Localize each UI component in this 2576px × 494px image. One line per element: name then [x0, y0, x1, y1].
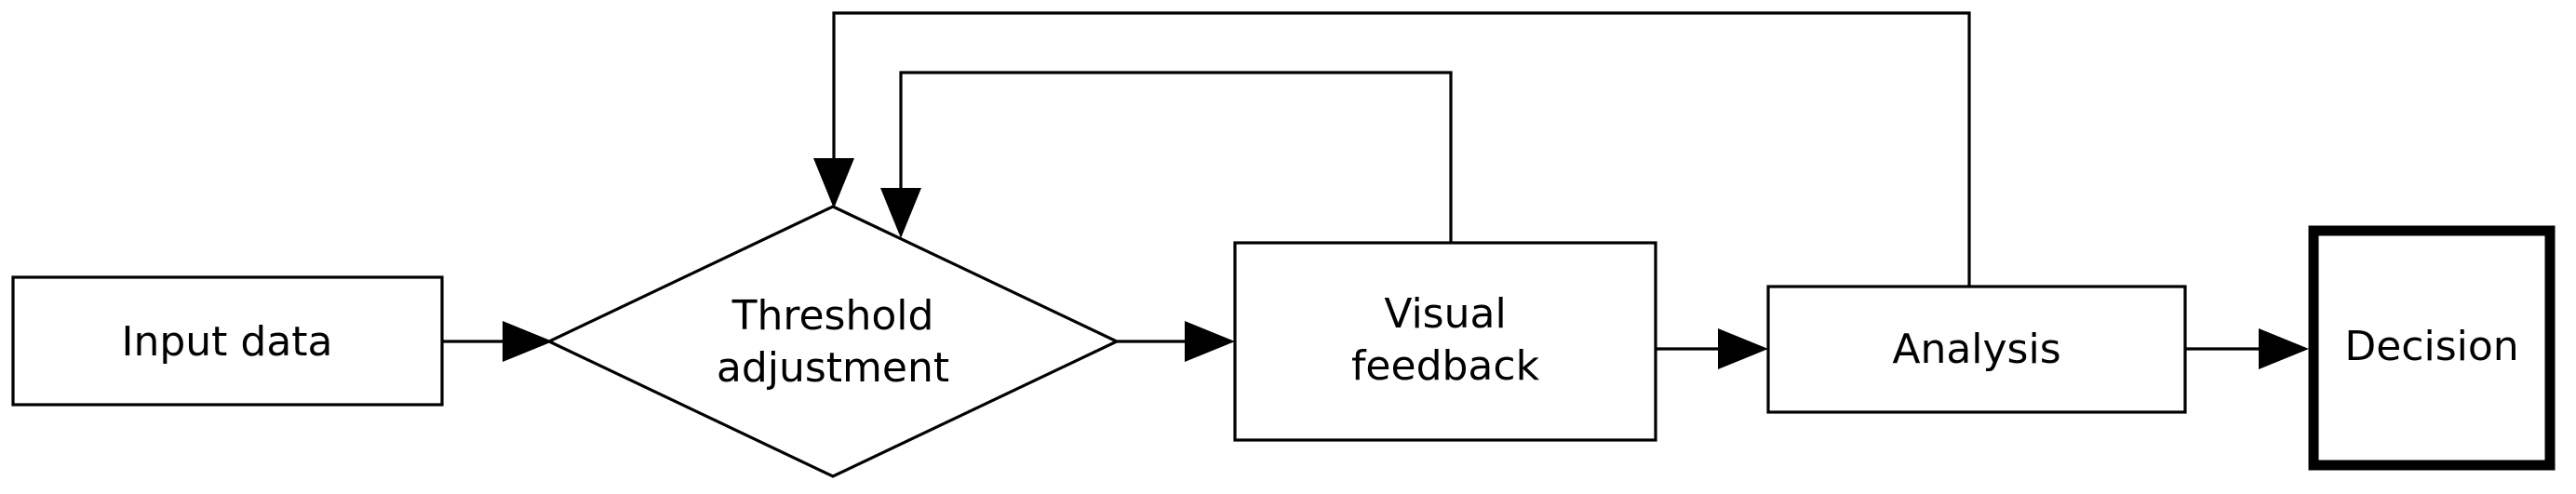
decision-label: Decision: [2344, 323, 2518, 370]
visual-feedback-label-line2: feedback: [1351, 342, 1540, 390]
visual-feedback-loop-line: [899, 71, 1453, 245]
analysis-to-decision-arrowhead: [2259, 328, 2309, 369]
input-data-label: Input data: [121, 318, 332, 366]
edge-threshold-to-visual: [1117, 321, 1235, 362]
node-analysis[interactable]: Analysis: [1766, 285, 2187, 414]
node-threshold-adjustment[interactable]: Threshold adjustment: [545, 205, 1120, 478]
visual-feedback-box[interactable]: [1233, 241, 1657, 442]
threshold-to-visual-arrowhead: [1185, 321, 1235, 362]
analysis-label: Analysis: [1892, 326, 2060, 373]
threshold-adjustment-diamond[interactable]: [545, 205, 1120, 478]
visual-feedback-loop-arrowhead: [880, 188, 921, 238]
edge-analysis-to-decision: [2185, 328, 2309, 369]
visual-to-analysis-arrowhead: [1718, 328, 1768, 369]
threshold-adjustment-label-line1: Threshold: [731, 292, 934, 340]
edge-visual-feedback-loop: [880, 71, 1453, 245]
decision-box[interactable]: [2308, 225, 2556, 471]
node-visual-feedback[interactable]: Visual feedback: [1233, 241, 1657, 442]
node-decision[interactable]: Decision: [2308, 225, 2556, 471]
input-data-box[interactable]: [11, 275, 444, 407]
visual-feedback-label-line1: Visual: [1384, 290, 1506, 338]
edge-analysis-feedback-loop: [813, 11, 1971, 288]
threshold-adjustment-label-line2: adjustment: [717, 344, 949, 392]
analysis-feedback-loop-arrowhead: [813, 158, 854, 208]
analysis-box[interactable]: [1766, 285, 2187, 414]
edge-input-to-threshold: [442, 321, 553, 362]
edge-visual-to-analysis: [1656, 328, 1768, 369]
node-input-data[interactable]: Input data: [11, 275, 444, 407]
analysis-feedback-loop-line: [832, 11, 1971, 288]
input-to-threshold-arrowhead: [503, 321, 553, 362]
